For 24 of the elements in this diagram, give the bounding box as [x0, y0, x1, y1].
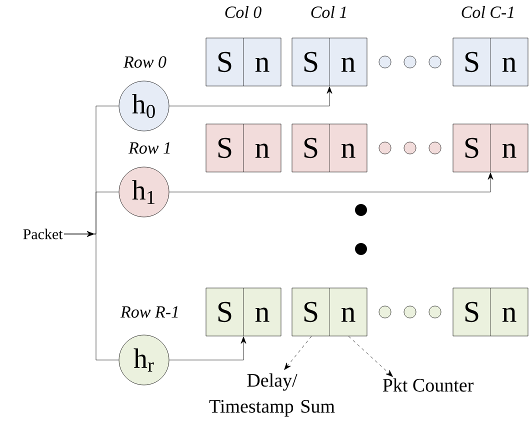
leader-arrow	[284, 336, 312, 370]
text-label: Delay/ Timestamp Sum	[209, 373, 335, 417]
arrow	[169, 172, 494, 192]
text-label: Packet	[23, 228, 63, 240]
branch-line	[64, 231, 119, 360]
bucket-cells: S n	[452, 288, 528, 336]
axis-label: Row 1	[128, 142, 170, 154]
text-label: Pkt Counter	[382, 378, 474, 392]
bucket-cells: S n	[292, 38, 368, 86]
arrow	[169, 336, 246, 360]
bucket-cells: S n	[452, 124, 528, 172]
bucket-cells: S n	[292, 288, 368, 336]
bucket-cells: S n	[292, 124, 368, 172]
bucket-cells: S n	[452, 38, 528, 86]
bucket-cells: S n	[206, 124, 282, 172]
leader-arrow	[348, 336, 393, 377]
axis-label: Col 1	[311, 6, 346, 18]
bucket-cells: S n	[206, 288, 282, 336]
axis-label: Col C-1	[462, 6, 514, 18]
axis-label: Col 0	[225, 6, 262, 18]
bucket-cells: S n	[206, 38, 282, 86]
arrow	[169, 86, 332, 106]
axis-label: Row 0	[123, 56, 166, 68]
axis-label: Row R-1	[120, 306, 178, 318]
